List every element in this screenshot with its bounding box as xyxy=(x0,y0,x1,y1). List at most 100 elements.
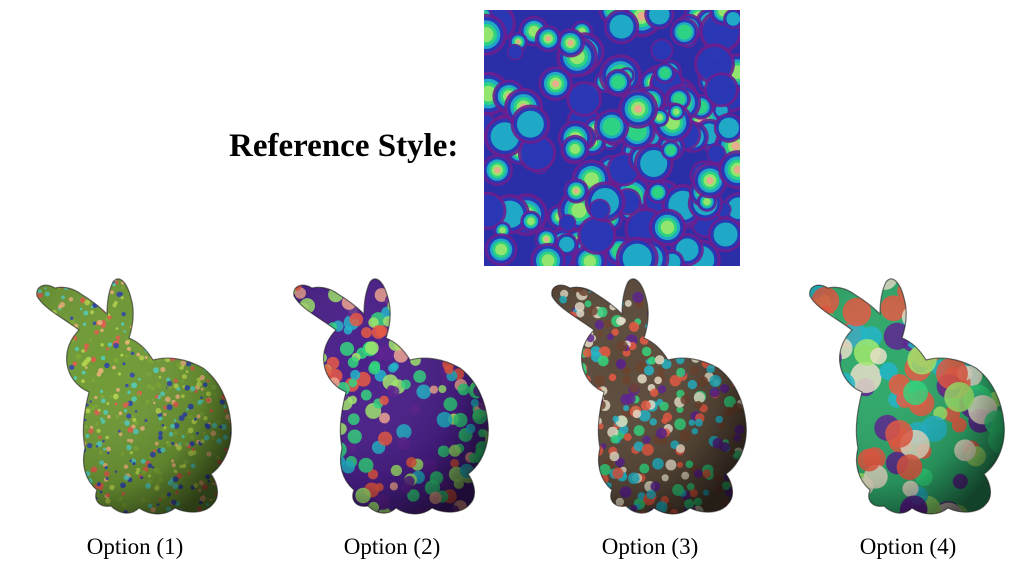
texture-spot xyxy=(700,317,711,328)
texture-spot xyxy=(551,278,555,284)
texture-spot xyxy=(167,338,173,343)
texture-spot xyxy=(738,278,745,284)
texture-spot xyxy=(191,318,196,323)
texture-spot xyxy=(486,278,489,285)
texture-spot xyxy=(231,366,234,369)
texture-spot xyxy=(36,360,41,367)
texture-spot xyxy=(546,519,553,526)
texture-spot xyxy=(673,333,685,345)
texture-spot xyxy=(572,353,579,361)
texture-spot xyxy=(902,308,931,336)
texture-spot xyxy=(42,419,45,422)
texture-spot xyxy=(741,482,747,490)
texture-spot xyxy=(80,491,86,498)
texture-spot xyxy=(331,491,346,505)
texture-spot xyxy=(55,450,59,454)
texture-spot xyxy=(664,316,672,324)
texture-spot xyxy=(362,516,371,525)
texture-spot xyxy=(213,515,216,518)
texture-spot xyxy=(33,426,36,429)
texture-spot xyxy=(230,500,232,505)
texture-cell xyxy=(708,145,725,162)
texture-spot xyxy=(134,335,139,340)
texture-spot xyxy=(809,352,814,372)
texture-spot xyxy=(673,271,681,279)
texture-spot xyxy=(174,338,180,344)
texture-cell xyxy=(569,83,600,115)
texture-spot xyxy=(743,479,747,489)
texture-spot xyxy=(571,400,581,409)
texture-spot xyxy=(227,462,232,468)
texture-spot xyxy=(809,380,816,398)
texture-spot xyxy=(222,316,229,323)
texture-spot xyxy=(151,304,154,308)
texture-cell xyxy=(652,186,664,199)
texture-spot xyxy=(36,439,40,444)
texture-spot xyxy=(37,340,42,345)
texture-cell xyxy=(494,166,501,174)
texture-spot xyxy=(233,331,237,335)
texture-spot xyxy=(130,285,135,290)
texture-spot xyxy=(219,282,222,285)
texture-spot xyxy=(831,450,850,469)
texture-spot xyxy=(153,340,157,345)
texture-spot xyxy=(237,312,240,315)
texture-spot xyxy=(543,452,551,460)
texture-spot xyxy=(55,388,62,394)
texture-spot xyxy=(691,337,702,348)
texture-spot xyxy=(171,298,177,305)
texture-spot xyxy=(82,497,86,502)
texture-spot xyxy=(312,326,326,340)
texture-spot xyxy=(582,456,594,468)
texture-spot xyxy=(743,405,747,414)
texture-spot xyxy=(74,515,78,519)
texture-spot xyxy=(136,323,142,329)
texture-spot xyxy=(40,385,46,391)
texture-spot xyxy=(44,497,50,503)
texture-spot xyxy=(40,272,43,275)
texture-spot xyxy=(222,282,227,286)
texture-spot xyxy=(904,278,924,294)
texture-spot xyxy=(737,323,747,333)
texture-spot xyxy=(168,520,173,525)
texture-spot xyxy=(729,284,738,293)
texture-spot xyxy=(36,497,40,504)
texture-spot xyxy=(103,518,106,521)
texture-cell xyxy=(516,110,544,138)
texture-spot xyxy=(568,494,576,502)
texture-spot xyxy=(37,346,44,352)
texture-spot xyxy=(83,493,88,498)
texture-spot xyxy=(224,346,229,351)
texture-spot xyxy=(185,320,191,325)
texture-spot xyxy=(551,278,555,286)
texture-spot xyxy=(424,338,437,351)
texture-cell xyxy=(573,188,579,194)
texture-spot xyxy=(57,278,63,282)
texture-spot xyxy=(45,279,52,286)
texture-spot xyxy=(123,270,129,276)
texture-spot xyxy=(146,273,151,278)
texture-spot xyxy=(224,375,228,379)
texture-spot xyxy=(52,330,57,334)
texture-spot xyxy=(574,373,584,383)
texture-spot xyxy=(36,393,38,397)
texture-spot xyxy=(477,335,489,350)
texture-spot xyxy=(474,472,487,486)
texture-spot xyxy=(45,444,50,449)
texture-spot xyxy=(120,275,123,278)
texture-spot xyxy=(714,513,724,515)
texture-spot xyxy=(611,283,618,290)
texture-spot xyxy=(77,505,83,512)
texture-spot xyxy=(46,405,52,411)
texture-spot xyxy=(968,295,985,311)
texture-cell xyxy=(541,254,555,266)
texture-spot xyxy=(51,486,57,492)
texture-spot xyxy=(955,300,972,317)
texture-spot xyxy=(485,366,489,380)
texture-spot xyxy=(58,465,64,471)
texture-spot xyxy=(163,318,168,323)
texture-spot xyxy=(578,335,586,342)
texture-spot xyxy=(650,519,658,527)
texture-spot xyxy=(58,493,63,499)
texture-spot xyxy=(151,322,158,329)
